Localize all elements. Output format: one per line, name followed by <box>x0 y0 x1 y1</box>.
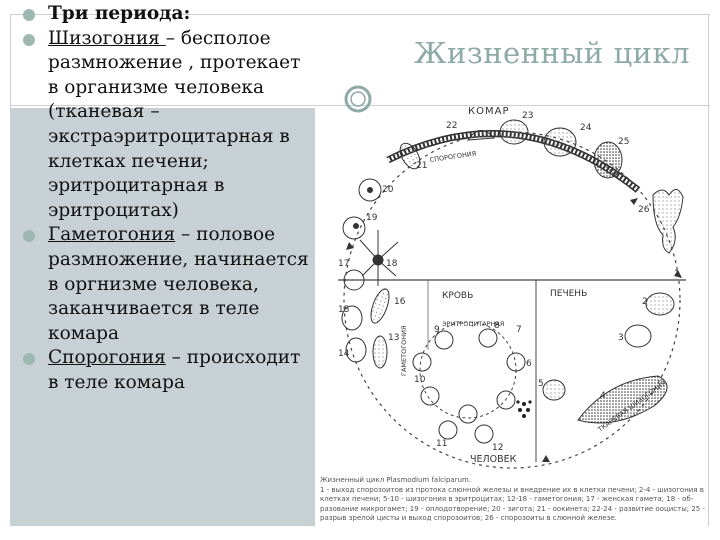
num-18: 18 <box>386 259 398 269</box>
gametocyte-16 <box>370 288 390 324</box>
num-20: 20 <box>382 185 394 195</box>
liver-cell-3 <box>624 324 652 348</box>
label-mosquito: КОМАР <box>468 106 509 117</box>
bullet-schizogony: Шизогония – бесполое размножение , проте… <box>22 27 312 224</box>
num-25: 25 <box>618 137 629 147</box>
label-gametogony: ГАМЕТОГОНИЯ <box>400 325 408 376</box>
num-17: 17 <box>338 259 349 269</box>
num-3: 3 <box>618 333 624 343</box>
merozoites-burst <box>516 400 532 418</box>
bullet-text: – бесполое размножение , протекает в орг… <box>48 27 301 221</box>
bullet-list: Три периода: Шизогония – бесполое размно… <box>22 2 312 396</box>
num-7: 7 <box>516 325 522 335</box>
oocyst-23 <box>499 119 529 145</box>
num-21: 21 <box>416 161 427 171</box>
num-12: 12 <box>492 443 503 453</box>
bullet-dot-icon <box>23 33 35 46</box>
label-liver: ПЕЧЕНЬ <box>550 289 587 299</box>
diagram-caption: Жизненный цикл Plasmodium falciparum. 1 … <box>320 476 705 524</box>
num-14: 14 <box>338 349 350 359</box>
bullet-term: Шизогония <box>48 27 166 49</box>
left-panel-background <box>11 108 315 526</box>
gametocyte-14 <box>345 337 367 363</box>
num-19: 19 <box>366 213 378 223</box>
bullet-text: – происходит в теле комара <box>48 347 301 393</box>
num-2: 2 <box>642 297 648 307</box>
label-sporogony: СПОРОГОНИЯ <box>429 150 477 164</box>
num-4: 4 <box>600 391 606 401</box>
caption-title: Жизненный цикл Plasmodium falciparum. <box>320 476 472 484</box>
bullet-text: Три периода: <box>48 3 191 24</box>
frame-left-line <box>10 14 11 526</box>
ookinete-21 <box>399 142 421 170</box>
microgamete-18 <box>359 230 399 286</box>
frame-top-line <box>10 14 710 15</box>
gametocyte-15 <box>341 305 363 331</box>
num-16: 16 <box>394 297 406 307</box>
num-10: 10 <box>414 375 426 385</box>
oocyst-24 <box>543 127 577 157</box>
salivary-gland-26 <box>652 189 684 254</box>
num-26: 26 <box>638 205 650 215</box>
zygote-20 <box>358 178 382 202</box>
bullet-sporogony: Спорогония – происходит в теле комара <box>22 346 312 395</box>
bullet-term: Спорогония <box>48 347 166 369</box>
plasmodium-life-cycle-diagram: КОМАР СПОРОГОНИЯ КРОВЬ ПЕЧЕНЬ ЧЕЛОВЕК ЭР… <box>338 106 686 469</box>
label-human: ЧЕЛОВЕК <box>470 454 517 465</box>
fertilization-19 <box>342 216 366 240</box>
bullet-dot-icon <box>23 353 35 366</box>
bullet-term: Гаметогония <box>48 224 176 246</box>
bullet-dot-icon <box>23 9 35 21</box>
num-24: 24 <box>580 123 592 133</box>
gametocyte-13 <box>372 335 388 369</box>
label-blood: КРОВЬ <box>442 291 473 301</box>
num-13: 13 <box>388 333 399 343</box>
num-1: 1 <box>674 269 680 279</box>
bullet-periods: Три периода: <box>22 2 312 27</box>
label-erythrocytic: ЭРИТРОЦИТАРНАЯ <box>442 320 504 328</box>
num-5: 5 <box>538 379 544 389</box>
num-6: 6 <box>526 359 532 369</box>
num-23: 23 <box>522 111 533 121</box>
num-9: 9 <box>434 325 440 335</box>
decorative-circle-icon <box>344 85 372 113</box>
bullet-dot-icon <box>23 230 35 243</box>
cycle-arrows <box>346 198 682 462</box>
num-11: 11 <box>436 439 447 449</box>
caption-text-1: 1 - выход спорозоитов из протока слюнной… <box>320 485 704 504</box>
liver-schizont-4 <box>577 375 668 424</box>
oocyst-25 <box>593 141 623 179</box>
caption-text-2: разование микрогамет; 19 - оплодотворени… <box>320 504 705 523</box>
erythrocyte-cells <box>412 328 526 444</box>
bullet-gametogony: Гаметогония – половое размножение, начин… <box>22 223 312 346</box>
frame-right-line <box>708 14 709 526</box>
num-15: 15 <box>338 305 349 315</box>
oocyst-22 <box>467 130 496 141</box>
liver-cell-5 <box>542 379 566 401</box>
bullet-text: – половое размножение, начинается в оргн… <box>48 224 309 344</box>
erythrocytic-inner-circle <box>419 321 517 419</box>
liver-cell-2 <box>645 292 675 316</box>
num-22: 22 <box>446 121 457 131</box>
slide-title: Жизненный цикл <box>413 36 690 70</box>
num-8: 8 <box>494 321 500 331</box>
macrogamete-17 <box>343 269 365 291</box>
